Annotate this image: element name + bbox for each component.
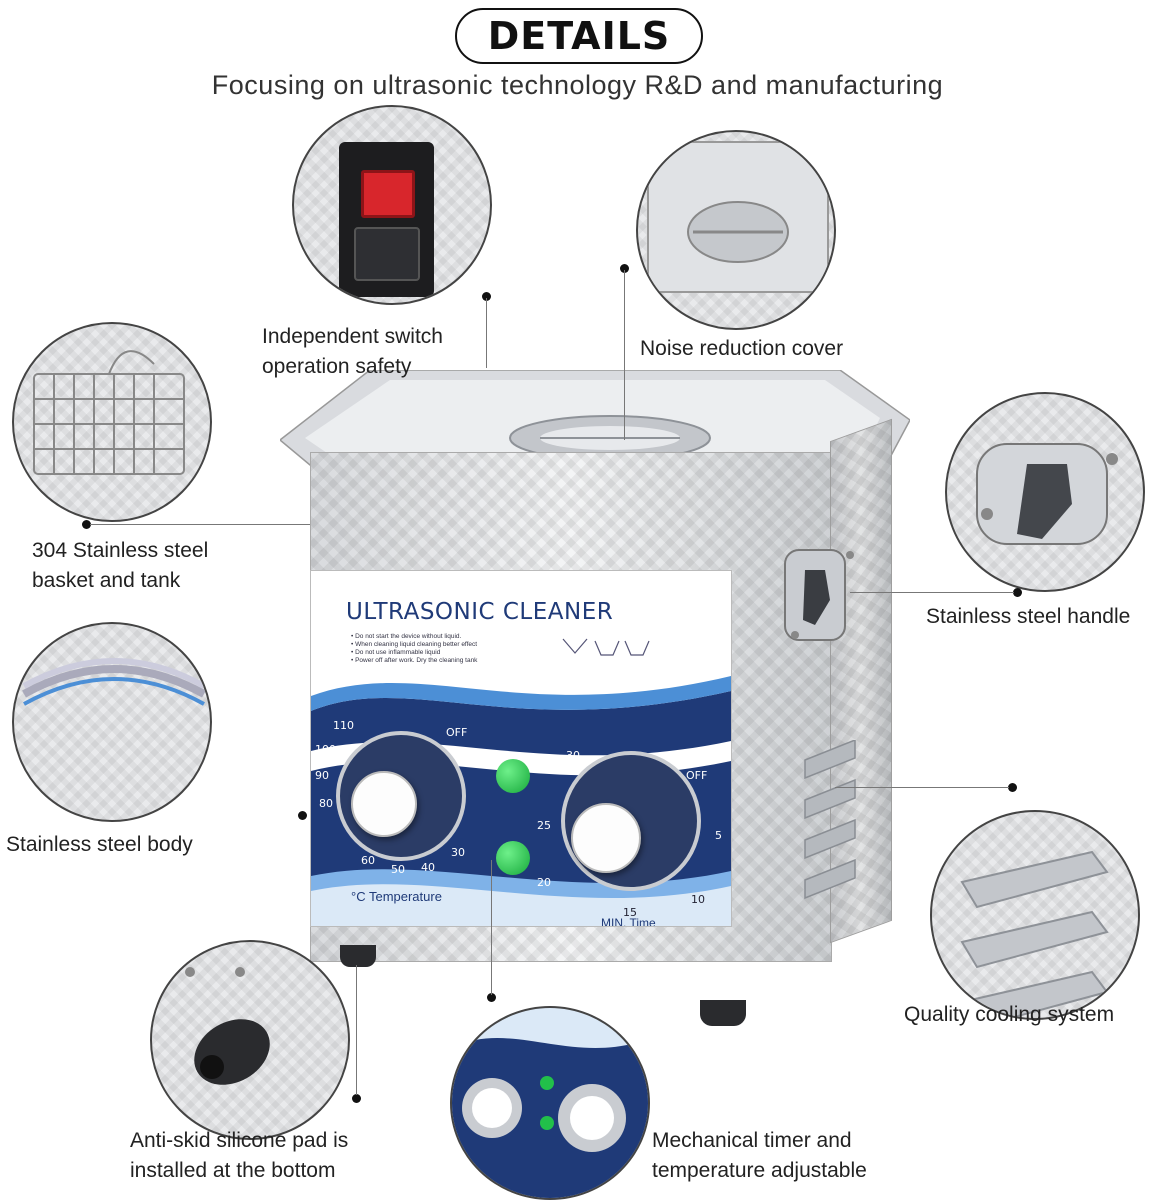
anti-skid-foot: [700, 1000, 746, 1026]
temp-tick: 100: [315, 743, 336, 756]
ultrasonic-cleaner-product: ULTRASONIC CLEANER • Do not start the de…: [270, 360, 920, 1030]
time-tick: 30: [566, 749, 580, 762]
temp-tick: 60: [361, 854, 375, 867]
power-indicator-led: [496, 759, 530, 793]
temp-tick: OFF: [446, 726, 468, 739]
time-tick: 10: [691, 893, 705, 906]
tank-callout-line: [90, 524, 310, 525]
time-tick: 5: [715, 829, 722, 842]
power-socket: [339, 142, 434, 297]
panel-note: • Power off after work. Dry the cleaning…: [351, 657, 478, 664]
care-icons: [562, 638, 650, 656]
temp-tick: 50: [391, 863, 405, 876]
timer-callout-dot: [487, 993, 496, 1002]
pad-callout-label: Anti-skid silicone pad is installed at t…: [130, 1129, 349, 1182]
temp-tick: 40: [421, 861, 435, 874]
cooling-vents: [800, 738, 860, 910]
red-rocker-switch[interactable]: [361, 170, 415, 218]
pad-callout-dot: [352, 1094, 361, 1103]
side-handle: [775, 540, 865, 650]
handle-callout-line: [850, 592, 1014, 593]
timer-knob[interactable]: [571, 803, 641, 873]
panel-note: • Do not start the device without liquid…: [351, 633, 462, 640]
detail-basket-circle: [12, 322, 212, 522]
timer-callout-line: [491, 860, 492, 995]
subtitle: Focusing on ultrasonic technology R&D an…: [211, 70, 944, 100]
details-badge: DETAILS: [455, 8, 703, 64]
anti-skid-foot: [340, 945, 376, 967]
body-callout-dot: [298, 811, 307, 820]
temp-tick: 110: [333, 719, 354, 732]
detail-switch-circle: [292, 105, 492, 305]
cooling-callout-dot: [1008, 783, 1017, 792]
temp-tick: 80: [319, 797, 333, 810]
panel-note: • Do not use inflammable liquid: [351, 649, 441, 656]
cooling-callout-label: Quality cooling system: [904, 1003, 1115, 1026]
temperature-knob[interactable]: [351, 771, 417, 837]
detail-cover-circle: [636, 130, 836, 330]
cover-callout-dot: [620, 264, 629, 273]
temp-tick: 30: [451, 846, 465, 859]
detail-cooling-circle: [930, 810, 1140, 1020]
time-tick: 20: [537, 876, 551, 889]
time-tick: OFF: [686, 769, 708, 782]
label-panel: ULTRASONIC CLEANER • Do not start the de…: [310, 570, 732, 927]
switch-callout-line: [486, 298, 487, 368]
handle-callout-label: Stainless steel handle: [926, 605, 1131, 628]
handle-callout-dot: [1013, 588, 1022, 597]
time-label: MIN. Time: [601, 916, 656, 927]
heat-indicator-led: [496, 841, 530, 875]
detail-handle-circle: [945, 392, 1145, 592]
brand-title: ULTRASONIC CLEANER: [346, 599, 614, 625]
detail-timer-circle: [450, 1006, 650, 1200]
detail-body-circle: [12, 622, 212, 822]
time-tick: 15: [623, 906, 637, 919]
panel-note: • When cleaning liquid cleaning better e…: [351, 641, 478, 648]
temp-tick: 90: [315, 769, 329, 782]
switch-callout-dot: [482, 292, 491, 301]
switch-callout-label: Independent switch operation safety: [262, 325, 443, 378]
body-callout-label: Stainless steel body: [6, 833, 193, 856]
iec-inlet: [354, 227, 420, 281]
panel-notes: • Do not start the device without liquid…: [351, 633, 551, 665]
temperature-label: °C Temperature: [351, 889, 442, 904]
cover-callout-label: Noise reduction cover: [640, 337, 844, 360]
tank-callout-label: 304 Stainless steel basket and tank: [32, 539, 209, 592]
time-tick: 25: [537, 819, 551, 832]
timer-callout-label: Mechanical timer and temperature adjusta…: [652, 1129, 867, 1182]
cooling-callout-line: [835, 787, 1009, 788]
cover-callout-line: [624, 270, 625, 440]
tank-callout-dot: [82, 520, 91, 529]
pad-callout-line: [356, 965, 357, 1095]
detail-pad-circle: [150, 940, 350, 1140]
